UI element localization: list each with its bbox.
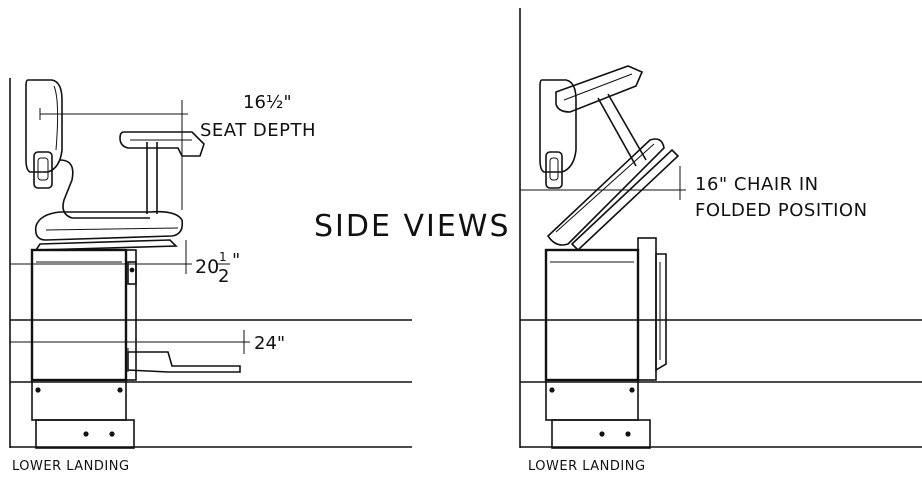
right-folded-footrest bbox=[655, 253, 667, 372]
width-dim-inch-mark: " bbox=[232, 250, 240, 271]
left-armrest bbox=[119, 131, 205, 157]
left-footrest bbox=[127, 351, 241, 373]
width-dim-numerator: 1 bbox=[219, 250, 227, 264]
seat-depth-dimension bbox=[39, 100, 188, 210]
footrest-dimension bbox=[10, 330, 250, 354]
folded-dim-line2: FOLDED POSITION bbox=[695, 200, 868, 221]
footrest-dim-value: 24" bbox=[254, 333, 285, 354]
width-dim-whole: 20 bbox=[195, 256, 219, 278]
right-rail-block bbox=[551, 419, 651, 449]
right-side-view: 16" CHAIR IN FOLDED POSITION LOWER LANDI… bbox=[519, 8, 922, 474]
left-side-pad bbox=[33, 151, 53, 189]
left-side-view: 16½" SEAT DEPTH 20 1 2 " 24" LOWER LANDI… bbox=[9, 78, 412, 474]
folded-dim-line1: 16" CHAIR IN bbox=[695, 174, 819, 195]
left-rail-block bbox=[35, 419, 135, 449]
diagram-title: SIDE VIEWS bbox=[314, 209, 511, 244]
right-landing-label: LOWER LANDING bbox=[528, 459, 646, 474]
left-seat-cushion bbox=[34, 210, 184, 241]
width-dimension bbox=[10, 240, 192, 274]
left-carriage-body bbox=[30, 248, 128, 382]
seat-depth-value: 16½" bbox=[243, 92, 292, 113]
width-dim-denominator: 2 bbox=[218, 266, 229, 287]
left-landing-label: LOWER LANDING bbox=[12, 459, 130, 474]
right-carriage-body bbox=[544, 248, 640, 382]
right-folded-seat bbox=[546, 138, 665, 246]
folded-depth-dimension bbox=[520, 166, 686, 200]
left-seat-frame bbox=[59, 159, 150, 219]
seat-depth-label: SEAT DEPTH bbox=[200, 120, 316, 141]
right-folded-armrest bbox=[555, 65, 644, 113]
